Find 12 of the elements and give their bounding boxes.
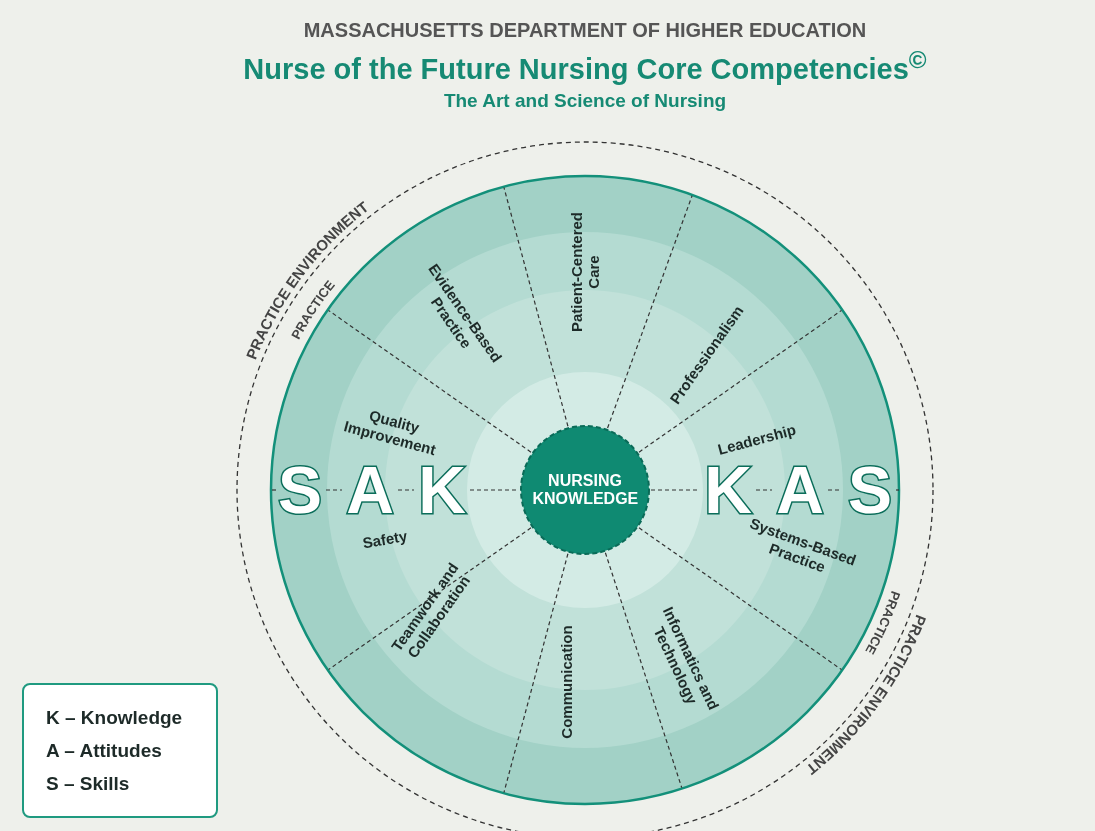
key-entry: A – Attitudes bbox=[46, 740, 162, 762]
header-text: MASSACHUSETTS DEPARTMENT OF HIGHER EDUCATION bbox=[303, 18, 867, 42]
center-label: NURSING KNOWLEDGE bbox=[532, 472, 638, 508]
competency-label: Communication bbox=[558, 602, 576, 762]
key-entry: K – Knowledge bbox=[46, 707, 183, 729]
subtitle: The Art and Science of Nursing bbox=[443, 90, 727, 112]
title: Nurse of the Future Nursing Core Competencies$^{©}$ bbox=[243, 46, 927, 86]
key-entry: S – Skills bbox=[46, 773, 130, 795]
ksa-letter: S bbox=[848, 452, 892, 527]
competency-label: Patient-Centered Care bbox=[568, 197, 602, 347]
ksa-letter: S bbox=[278, 452, 322, 528]
ksa-letter: A bbox=[776, 453, 824, 527]
